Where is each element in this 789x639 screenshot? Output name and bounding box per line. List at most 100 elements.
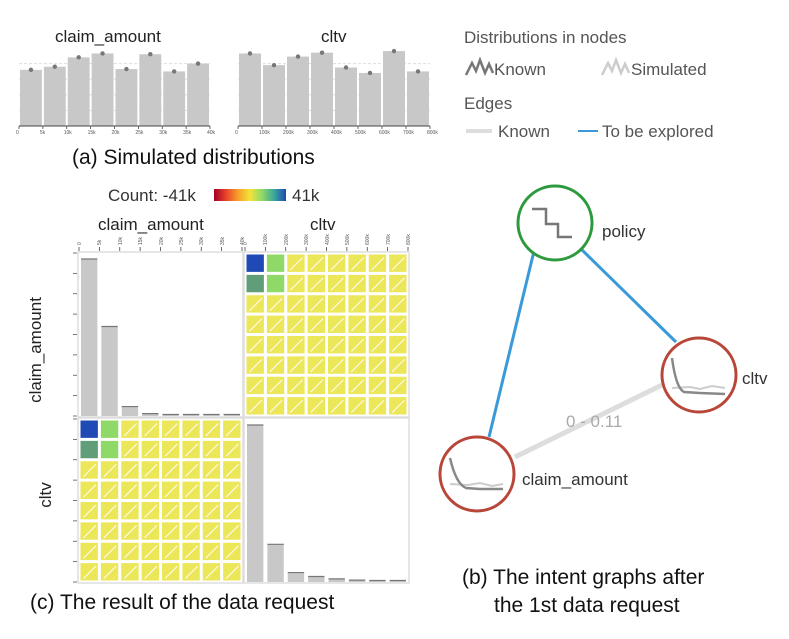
heatmap-cltv-vs-claim-amount-cell-hatch [391, 277, 405, 291]
hist-claim-amount-bar-marker [76, 55, 81, 60]
hist-claim-amount-bar-marker [52, 64, 58, 69]
heatmap-cltv-vs-claim-amount-cell [368, 254, 387, 272]
heatmap-cltv-vs-claim-amount-cell [307, 397, 325, 415]
heatmap-claim-amount-vs-cltv-cell [121, 542, 139, 561]
heatmap-claim-amount-vs-cltv-cell [141, 420, 159, 438]
heatmap-cltv-vs-claim-amount-cell [287, 336, 305, 354]
heatmap-claim-amount-vs-cltv-cell-hatch [164, 565, 178, 579]
cltv-known-curve [670, 357, 726, 396]
diag-cltv-bar [389, 580, 406, 582]
heatmap-claim-amount-vs-cltv-cell-hatch [225, 524, 239, 539]
diag-claim-amount-bar [162, 414, 179, 416]
hist-claim-amount-tick-label: 40k [207, 130, 216, 136]
hist-claim-amount-bar [115, 69, 138, 126]
panel-b-caption-line2: the 1st data request [494, 594, 680, 617]
heatmap-cltv-vs-claim-amount-cell [368, 376, 387, 395]
diag-cltv-bar [287, 572, 305, 582]
heatmap-cltv-vs-claim-amount-cell-hatch [289, 257, 304, 271]
heatmap-claim-amount-vs-cltv-cell [80, 502, 98, 520]
heatmap-cltv-vs-claim-amount-cell-hatch [391, 358, 405, 373]
heatmap-cltv-vs-claim-amount-cell-hatch [249, 379, 263, 393]
heatmap-claim-amount-vs-cltv-cell [100, 481, 119, 499]
diag-claim-amount-bar [223, 414, 240, 416]
heatmap-claim-amount-vs-cltv-cell-hatch [184, 443, 199, 457]
panel-a-caption: (a) Simulated distributions [72, 146, 315, 169]
heatmap-cltv-vs-claim-amount-cell [287, 254, 305, 272]
heatmap-claim-amount-vs-cltv-cell-hatch [225, 484, 239, 498]
heatmap-cltv-vs-claim-amount-cell [348, 315, 366, 333]
heatmap-cltv-vs-claim-amount-cell [266, 254, 285, 272]
heatmap-cltv-vs-claim-amount-cell-hatch [249, 358, 263, 373]
heatmap-claim-amount-vs-cltv-cell-hatch [144, 463, 158, 478]
heatmap-claim-amount-vs-cltv-cell [121, 440, 139, 459]
edge-weight-label: 0 - 0.11 [566, 412, 623, 431]
heatmap-cltv-vs-claim-amount-cell-hatch [350, 379, 365, 393]
diag-cltv-bar [247, 425, 264, 582]
heatmap-claim-amount-vs-cltv-cell [141, 461, 159, 479]
legend-edge-known: Known [498, 122, 550, 141]
heatmap-claim-amount-vs-cltv-cell [141, 542, 159, 561]
heatmap-cltv-vs-claim-amount-cell [389, 356, 407, 374]
heatmap-cltv-vs-claim-amount-cell-hatch [269, 358, 283, 373]
heatmap-cltv-vs-claim-amount-cell [389, 376, 407, 395]
hist-cltv-bar [383, 51, 405, 127]
heatmap-claim-amount-vs-cltv-cell-hatch [103, 463, 117, 478]
hist-claim-amount-bar-marker [148, 52, 153, 57]
count-legend-label: Count: -41k [108, 186, 196, 205]
heatmap-cltv-vs-claim-amount-cell [266, 356, 285, 374]
cltv-simulated-curve [671, 384, 726, 391]
legend-known: Known [494, 60, 546, 79]
heatmap-cltv-vs-claim-amount-cell [348, 254, 366, 272]
heatmap-claim-amount-vs-cltv-cell-hatch [205, 443, 219, 457]
heatmap-claim-amount-vs-cltv-cell [223, 440, 241, 459]
heatmap-cltv-vs-claim-amount-cell-hatch [371, 257, 385, 271]
diag-cltv-bar [348, 580, 366, 582]
heatmap-cltv-vs-claim-amount-cell-hatch [391, 379, 405, 393]
hist-cltv-bar [263, 65, 285, 126]
heatmap-cltv-vs-claim-amount-cell [348, 295, 366, 313]
heatmap-cltv-vs-claim-amount-cell-hatch [350, 338, 365, 352]
heatmap-claim-amount-vs-cltv-cell [182, 481, 200, 499]
heatmap-claim-amount-vs-cltv-cell-hatch [164, 484, 178, 498]
hist-cltv-tick-label: 600k [379, 130, 390, 136]
heatmap-claim-amount-vs-cltv-cell [223, 522, 241, 540]
heatmap-claim-amount-vs-cltv-cell [162, 420, 180, 438]
heatmap-cltv-vs-claim-amount-cell [287, 295, 305, 313]
heatmap-claim-amount-vs-cltv-cell-hatch [83, 545, 97, 559]
heatmap-cltv-vs-claim-amount-cell-hatch [269, 297, 283, 312]
heatmap-cltv-vs-claim-amount-cell [348, 397, 366, 415]
heatmap-cltv-vs-claim-amount-cell-hatch [269, 399, 283, 413]
heatmap-cltv-vs-claim-amount-cell-hatch [391, 338, 405, 352]
heatmap-cltv-vs-claim-amount-cell [246, 397, 264, 415]
count-legend-max: 41k [292, 186, 320, 205]
heatmap-claim-amount-vs-cltv-cell [182, 420, 200, 438]
heatmap-claim-amount-vs-cltv-cell [182, 542, 200, 561]
hist-claim-amount-bar-marker [28, 67, 34, 73]
heatmap-cltv-vs-claim-amount-cell [328, 274, 346, 293]
heatmap-claim-amount-vs-cltv-cell-hatch [225, 443, 239, 457]
heatmap-cltv-vs-claim-amount-cell [307, 274, 325, 293]
diag-cltv-bar [328, 578, 345, 582]
heatmap-cltv-vs-claim-amount-cell-hatch [330, 338, 344, 352]
heatmap-claim-amount-vs-cltv-cell [80, 461, 98, 479]
heatmap-claim-amount-vs-cltv-cell-hatch [83, 504, 97, 518]
heatmap-cltv-vs-claim-amount-cell [246, 315, 264, 333]
heatmap-claim-amount-vs-cltv-cell [202, 542, 221, 561]
panel-c-caption: (c) The result of the data request [30, 591, 335, 614]
heatmap-cltv-vs-claim-amount-cell-hatch [330, 358, 344, 373]
heatmap-claim-amount-vs-cltv-cell [141, 563, 159, 581]
heatmap-cltv-vs-claim-amount-cell-hatch [310, 297, 324, 312]
heatmap-cltv-vs-claim-amount-cell [328, 336, 346, 354]
hist-cltv-bar-marker [271, 62, 277, 68]
hist-claim-amount-tick-label: 15k [87, 130, 96, 136]
heatmap-claim-amount-vs-cltv-cell-hatch [144, 423, 158, 437]
heatmap-claim-amount-vs-cltv-cell [80, 563, 98, 581]
hist-cltv-bar [407, 71, 429, 126]
heatmap-claim-amount-vs-cltv-cell [182, 440, 200, 459]
heatmap-claim-amount-vs-cltv-cell [100, 502, 119, 520]
heatmap-claim-amount-vs-cltv-cell-hatch [164, 463, 178, 478]
count-color-scale [214, 189, 286, 201]
hist-cltv-tick-label: 0 [235, 130, 238, 136]
hist-claim-amount-tick-label: 30k [159, 130, 168, 136]
